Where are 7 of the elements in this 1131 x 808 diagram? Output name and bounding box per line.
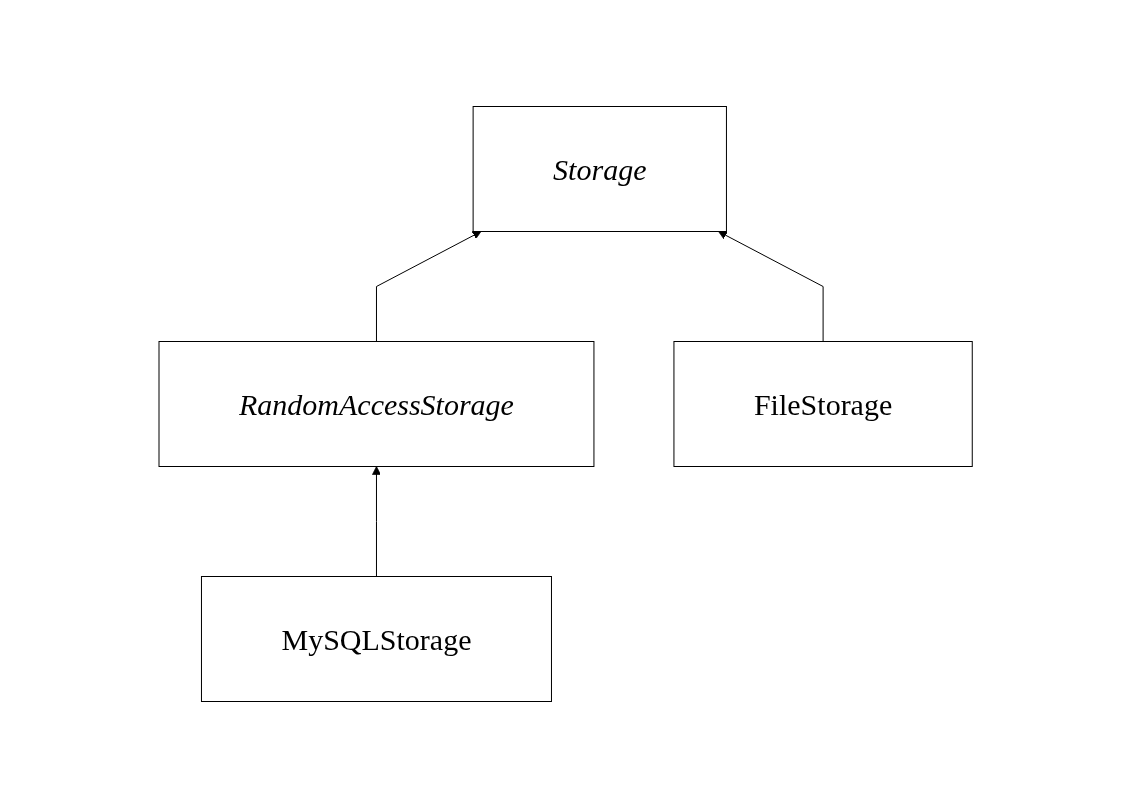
node-box: FileStorage	[673, 341, 973, 467]
arrow	[371, 466, 381, 577]
arrow	[718, 231, 824, 342]
node-box: MySQLStorage	[200, 576, 552, 702]
node-box: Storage	[472, 106, 727, 232]
arrow	[375, 231, 482, 342]
node-box: RandomAccessStorage	[158, 341, 595, 467]
